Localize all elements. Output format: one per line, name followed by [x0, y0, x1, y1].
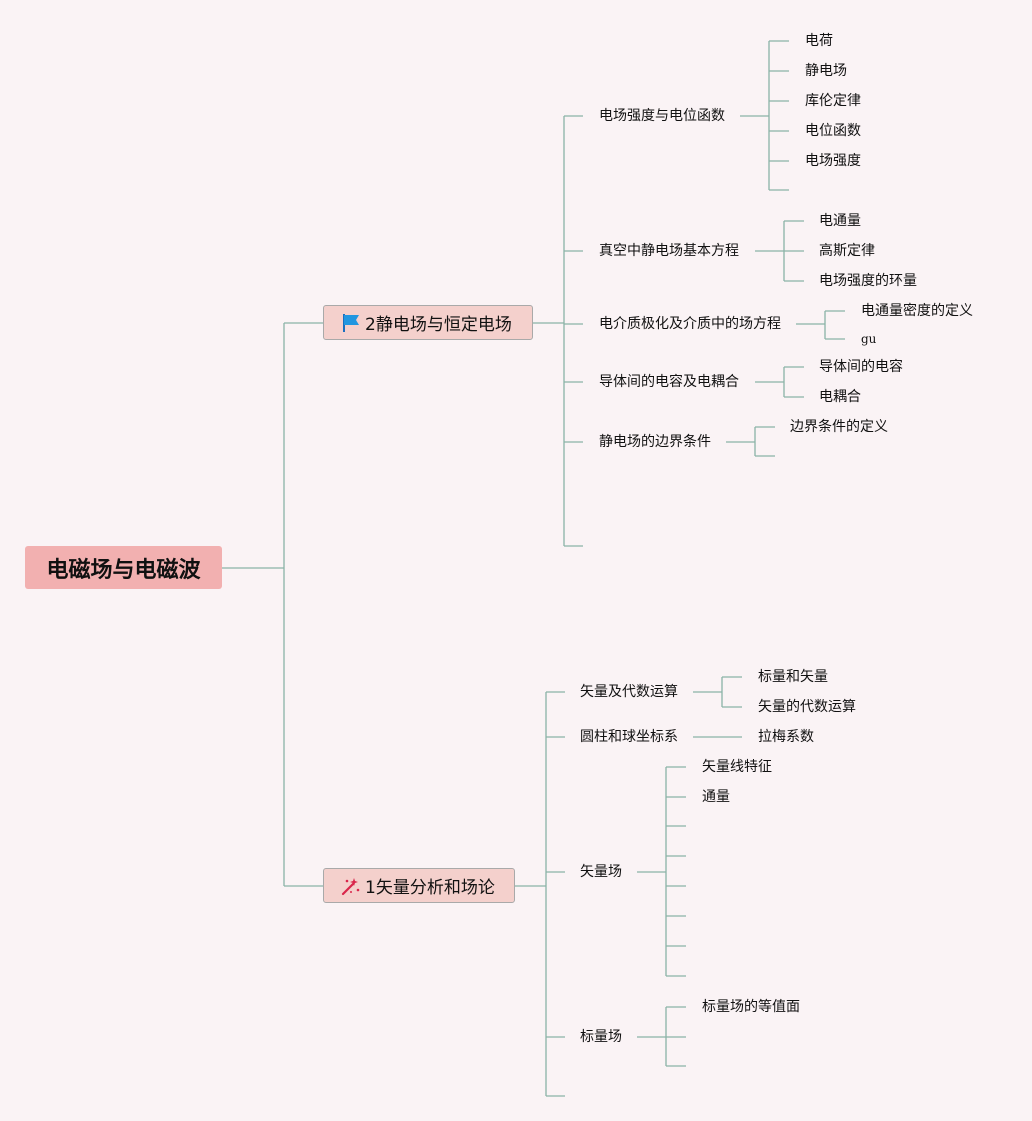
leaf-topic[interactable]: 矢量线特征: [702, 759, 772, 775]
subtopic[interactable]: 圆柱和球坐标系: [580, 729, 678, 745]
branch-vector-analysis-label: 1矢量分析和场论: [365, 878, 495, 898]
leaf-topic[interactable]: 电场强度的环量: [819, 273, 917, 289]
leaf-topic[interactable]: 电位函数: [805, 123, 861, 139]
leaf-topic[interactable]: 标量场的等值面: [702, 999, 800, 1015]
subtopic[interactable]: 电场强度与电位函数: [599, 108, 725, 124]
leaf-topic[interactable]: 电通量密度的定义: [861, 303, 973, 319]
leaf-topic[interactable]: 电荷: [805, 33, 833, 49]
leaf-topic[interactable]: 标量和矢量: [758, 669, 828, 685]
leaf-topic[interactable]: 库伦定律: [805, 93, 861, 109]
leaf-topic[interactable]: 高斯定律: [819, 243, 875, 259]
leaf-topic[interactable]: gu: [861, 332, 877, 346]
subtopic[interactable]: 矢量场: [580, 864, 622, 880]
leaf-topic[interactable]: 矢量的代数运算: [758, 699, 856, 715]
branch-electrostatic[interactable]: 2静电场与恒定电场: [323, 305, 533, 340]
branch-vector-analysis[interactable]: 1矢量分析和场论: [323, 868, 515, 903]
subtopic[interactable]: 静电场的边界条件: [599, 434, 711, 450]
leaf-topic[interactable]: 电耦合: [819, 389, 861, 405]
leaf-topic[interactable]: 边界条件的定义: [790, 419, 888, 435]
blue-flag-icon: [340, 312, 362, 334]
root-topic[interactable]: 电磁场与电磁波: [25, 546, 222, 589]
subtopic[interactable]: 标量场: [580, 1029, 622, 1045]
leaf-topic[interactable]: 电通量: [819, 213, 861, 229]
subtopic[interactable]: 导体间的电容及电耦合: [599, 374, 739, 390]
leaf-topic[interactable]: 导体间的电容: [819, 359, 903, 375]
leaf-topic[interactable]: 通量: [702, 789, 730, 805]
leaf-topic[interactable]: 拉梅系数: [758, 729, 814, 745]
leaf-topic[interactable]: 静电场: [805, 63, 847, 79]
leaf-topic[interactable]: 电场强度: [805, 153, 861, 169]
subtopic[interactable]: 真空中静电场基本方程: [599, 243, 739, 259]
branch-electrostatic-label: 2静电场与恒定电场: [365, 315, 512, 335]
magic-wand-icon: [340, 875, 362, 897]
subtopic[interactable]: 矢量及代数运算: [580, 684, 678, 700]
subtopic[interactable]: 电介质极化及介质中的场方程: [599, 316, 781, 332]
